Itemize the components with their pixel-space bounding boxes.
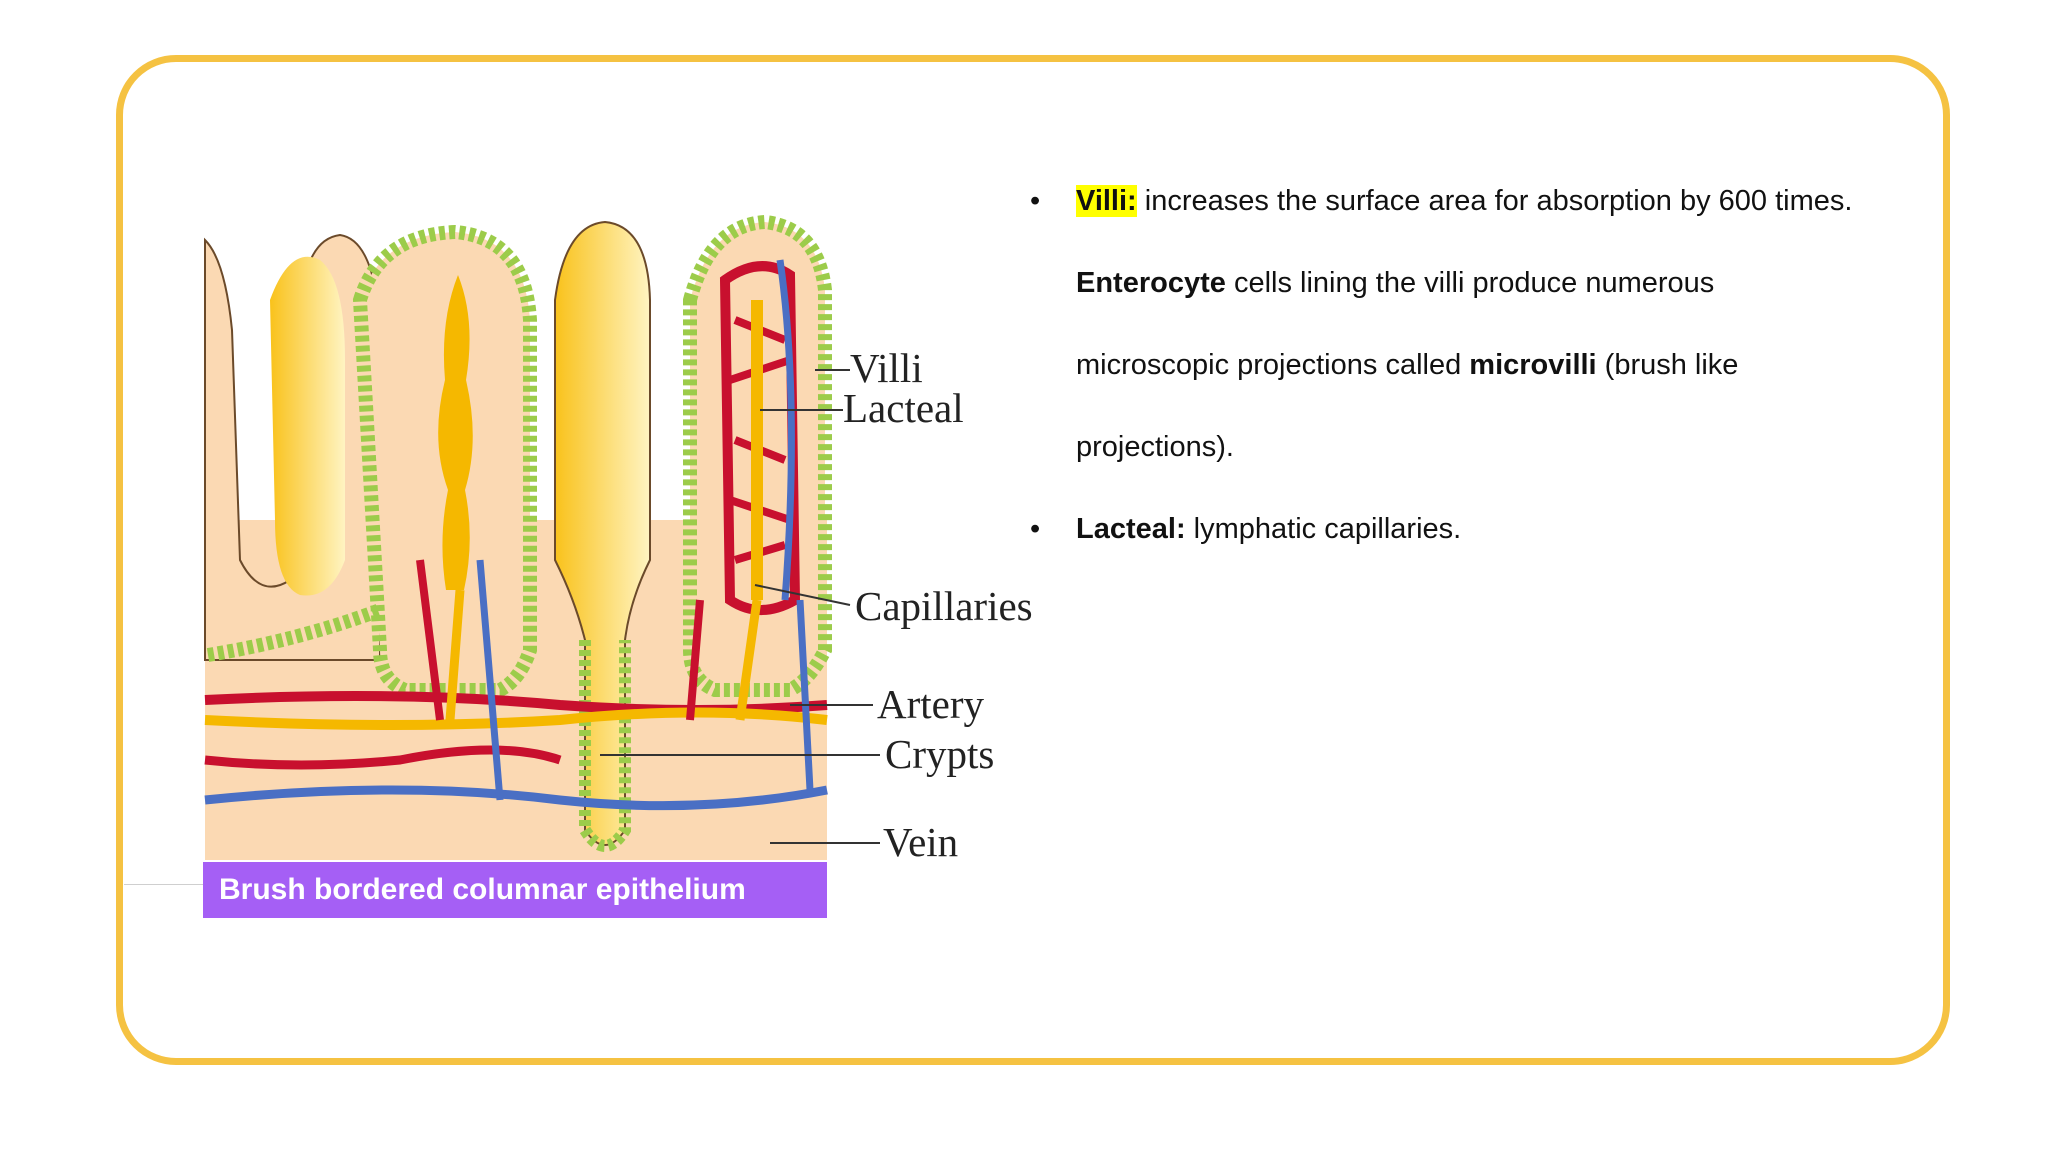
enterocyte-text: cells lining the villi produce numerous [1225, 267, 1715, 299]
diagram-caption: Brush bordered columnar epithelium [203, 862, 827, 918]
crypt-villus [554, 220, 651, 846]
label-lacteal: Lacteal [843, 385, 964, 431]
bullet-lacteal: • Lacteal: lymphatic capillaries. [1030, 488, 1930, 570]
label-capillaries: Capillaries [855, 583, 1033, 629]
crypt-epithelium [579, 640, 631, 852]
slide-frame [116, 55, 1950, 1065]
epithelium-base [206, 603, 383, 662]
term-enterocyte: Enterocyte [1076, 267, 1226, 299]
caption-line [124, 884, 204, 885]
microvilli-post: (brush like [1596, 349, 1739, 381]
bullet-villi-line1: Villi: increases the surface area for ab… [1076, 160, 1930, 242]
term-villi: Villi: [1076, 185, 1137, 217]
capillary-vein [776, 259, 795, 601]
lymph-branches [445, 589, 762, 721]
microvilli-pre: microscopic projections called [1076, 349, 1470, 381]
artery-branches [416, 559, 704, 721]
capillary-network [719, 261, 801, 615]
term-lacteal: Lacteal: [1076, 513, 1186, 545]
bullet-dot: • [1030, 513, 1041, 545]
villi-text: increases the surface area for absorptio… [1136, 185, 1853, 217]
artery-branch [204, 745, 562, 770]
bullet-lacteal-line1: Lacteal: lymphatic capillaries. [1076, 488, 1930, 570]
vein-vessel [204, 785, 828, 811]
bullet-villi-line4: projections). [1076, 431, 1234, 463]
bullet-dot: • [1030, 185, 1041, 217]
label-artery: Artery [877, 681, 985, 727]
bullet-villi-line2: Enterocyte cells lining the villi produc… [1076, 242, 1930, 324]
bullet-list: • Villi: increases the surface area for … [1030, 160, 1930, 570]
vein-branches [476, 559, 814, 801]
capillaries-leader [754, 584, 851, 606]
label-villi: Villi [850, 345, 923, 391]
term-microvilli: microvilli [1469, 349, 1597, 381]
lacteal-2 [438, 275, 473, 590]
villus-left-core [270, 256, 345, 596]
label-crypts: Crypts [885, 731, 994, 777]
bullet-villi-line3: microscopic projections called microvill… [1076, 324, 1930, 406]
bullet-villi: • Villi: increases the surface area for … [1030, 160, 1930, 488]
lacteal-text: lymphatic capillaries. [1185, 513, 1462, 545]
label-vein: Vein [883, 819, 958, 865]
